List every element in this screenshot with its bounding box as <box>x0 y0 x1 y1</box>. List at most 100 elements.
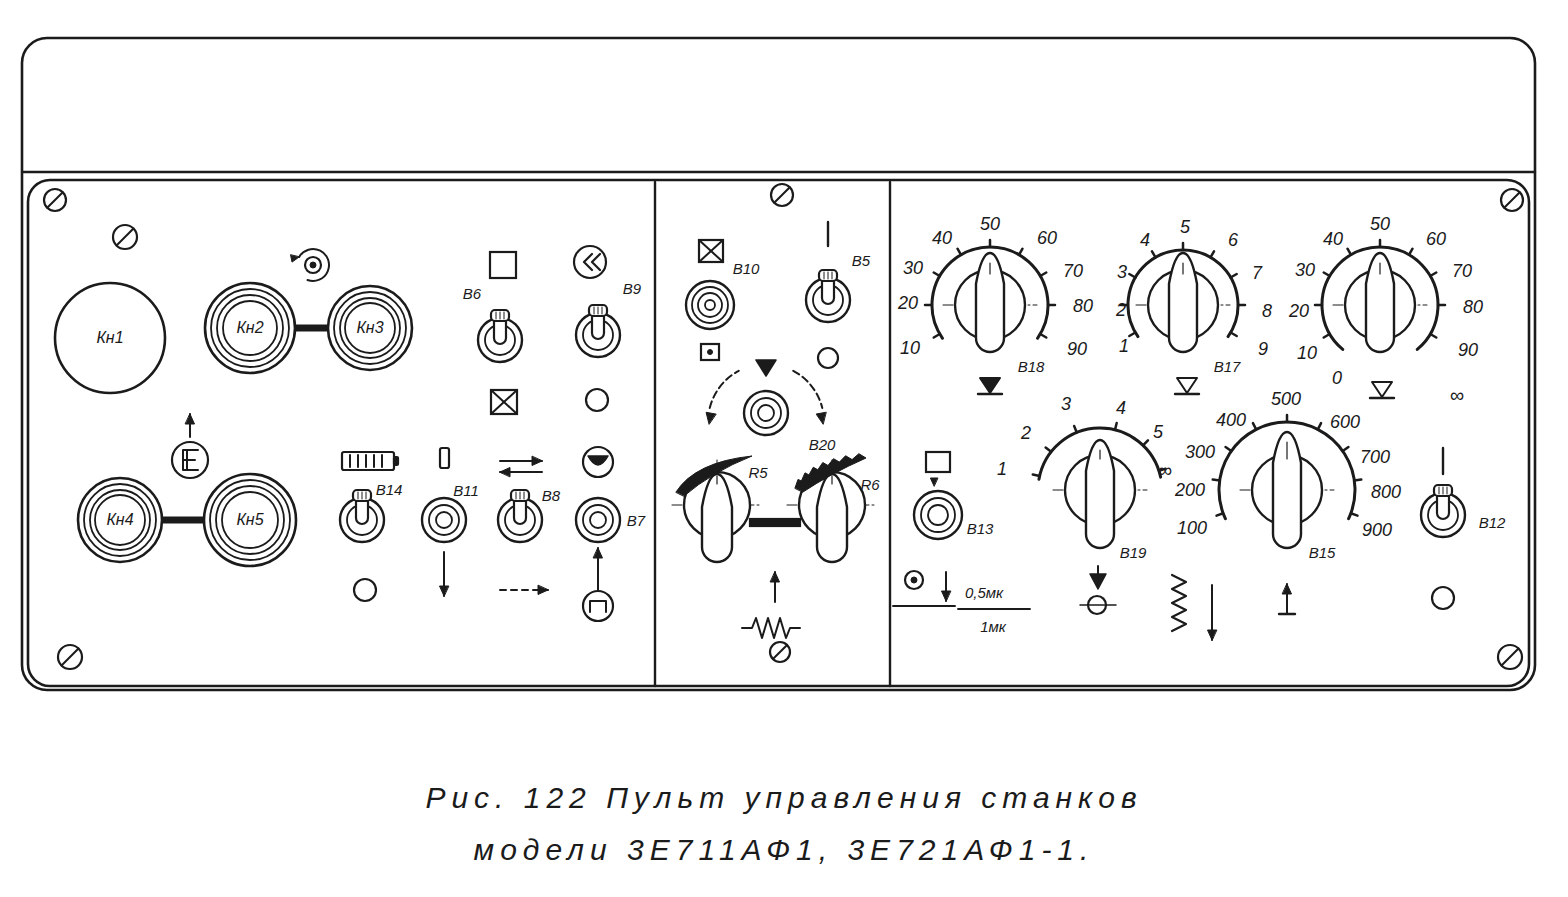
index-triangle <box>756 360 776 376</box>
scale-number: 1 <box>1119 337 1129 355</box>
scale-number: 1мк <box>980 619 1006 634</box>
screw-head <box>770 642 790 662</box>
arrow-head <box>500 468 510 477</box>
scale-tick <box>1152 251 1156 257</box>
part-label: В5 <box>852 253 870 268</box>
screw-head <box>113 225 137 249</box>
push-button <box>928 505 948 525</box>
scale-tick <box>1211 251 1215 257</box>
toggle-cap-rib <box>1443 487 1444 494</box>
toggle-cap <box>511 490 529 501</box>
knob-coupling-bar <box>750 519 800 526</box>
scale-number: 2 <box>1116 301 1126 319</box>
knob-pointer-line <box>716 476 717 484</box>
push-button: Кн1 <box>53 281 167 395</box>
scale-tick <box>1343 447 1349 451</box>
step-bracket <box>893 605 955 607</box>
scale-number: ∞ <box>1450 385 1464 405</box>
part-label: R6 <box>860 477 879 492</box>
scale-tick <box>1217 513 1224 515</box>
arrow-head <box>1283 584 1292 594</box>
scale-tick <box>1315 304 1322 307</box>
scale-tick <box>1074 426 1077 432</box>
button-ring <box>334 292 406 364</box>
scale-tick <box>1253 423 1256 429</box>
toggle-cap-rib <box>524 492 525 499</box>
screw-head <box>771 184 793 206</box>
screw-head <box>44 189 66 211</box>
scale-number: 60 <box>1037 229 1057 247</box>
button-ring <box>204 474 296 566</box>
scale-number: 700 <box>1360 448 1390 466</box>
index-bar <box>1080 604 1116 606</box>
button-label: Кн5 <box>236 512 263 528</box>
scale-number: 1 <box>997 460 1007 478</box>
arrow-head <box>771 572 780 582</box>
part-label: В20 <box>809 437 836 452</box>
knob-pointer-line <box>989 263 990 274</box>
arrow-head <box>942 591 951 601</box>
button-label: Кн4 <box>106 512 133 528</box>
knob-pointer-line <box>1099 450 1100 459</box>
knob-handle <box>976 253 1004 352</box>
scale-number: 500 <box>1271 390 1301 408</box>
resistor-symbol <box>742 618 800 638</box>
scale-tick <box>1324 334 1330 338</box>
signal-lamp <box>354 579 376 601</box>
scale-bar-segment <box>357 455 359 467</box>
button-ring <box>222 492 278 548</box>
scale-tick <box>1438 304 1445 307</box>
scale-number: 3 <box>1061 395 1071 413</box>
part-label: В12 <box>1479 515 1506 530</box>
toggle-cap-rib <box>496 312 497 319</box>
crossed-box <box>491 390 517 414</box>
chevron-symbol <box>574 246 606 278</box>
scale-tick <box>1354 478 1361 481</box>
push-button <box>692 287 728 323</box>
scale-tick <box>1048 304 1055 307</box>
part-label: В10 <box>733 261 760 276</box>
scale-number: 20 <box>1289 302 1309 320</box>
spring-symbol <box>1172 575 1186 631</box>
part-label: В7 <box>627 513 645 528</box>
signal-lamp <box>818 348 838 368</box>
button-ring <box>90 490 150 550</box>
knob-handle <box>1366 253 1394 352</box>
toggle-cap-rib <box>500 312 501 319</box>
push-button <box>744 391 788 435</box>
button-ring <box>328 286 412 370</box>
scale-bar-symbol <box>394 457 398 465</box>
scale-tick <box>1046 448 1052 452</box>
toggle-cap <box>589 305 607 316</box>
scale-tick <box>1286 415 1289 422</box>
scale-tick <box>1348 249 1352 255</box>
arrow-head <box>1208 630 1217 640</box>
step-symbol <box>911 577 917 583</box>
on-symbol <box>827 222 829 246</box>
scale-tick <box>1409 249 1413 255</box>
scale-tick <box>1226 447 1232 451</box>
scale-tick <box>934 334 940 338</box>
toggle-cap-rib <box>824 272 825 279</box>
push-button <box>422 498 466 542</box>
scale-tick <box>1129 333 1135 337</box>
index-triangle <box>1090 574 1106 589</box>
table-symbol <box>590 601 606 612</box>
signal-square <box>490 252 516 278</box>
dot-box <box>701 344 719 360</box>
scale-number: 10 <box>1297 344 1317 362</box>
panel-face <box>28 180 1529 686</box>
part-label: В6 <box>463 286 481 301</box>
panel-edge <box>22 171 1535 173</box>
scale-number: 10 <box>900 339 920 357</box>
screw-head <box>58 645 82 669</box>
screw-slot <box>47 192 63 208</box>
arrow-head <box>532 457 542 466</box>
coupling-bar <box>161 517 205 524</box>
range-wedge <box>795 454 866 492</box>
toggle-cap-rib <box>602 307 603 314</box>
panel-divider <box>889 182 891 686</box>
scale-number: 4 <box>1140 231 1150 249</box>
